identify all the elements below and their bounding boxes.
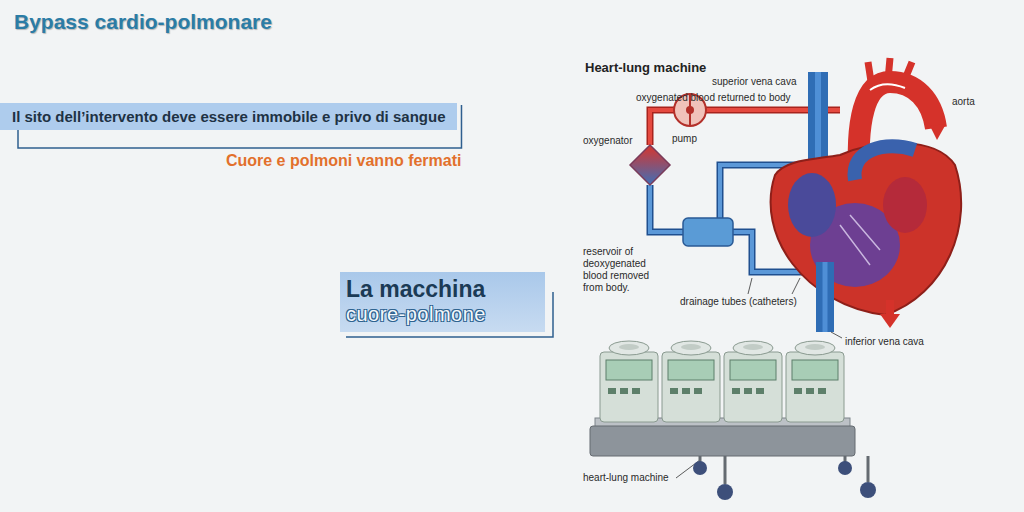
unit-button: [806, 388, 814, 394]
machine-base: [590, 426, 855, 456]
part-label: heart-lung machine: [583, 472, 669, 483]
heart-body: [771, 143, 962, 315]
heart-chamber: [883, 177, 927, 233]
leader-line: [831, 332, 842, 338]
unit-button: [818, 388, 826, 394]
unit-button: [794, 388, 802, 394]
venous-tube: [650, 185, 683, 232]
part-label: reservoir of deoxygenated blood removed …: [583, 246, 657, 294]
wheel: [717, 484, 733, 500]
part-label: superior vena cava: [712, 76, 797, 87]
valve-detail: [840, 215, 880, 265]
wheel: [838, 461, 852, 475]
unit-button: [670, 388, 678, 394]
leader-line: [748, 278, 800, 294]
unit-screen: [606, 360, 652, 380]
oxygenator-symbol: [630, 145, 670, 185]
flow-arrow: [880, 314, 900, 328]
note-text: Cuore e polmoni vanno fermati: [226, 152, 462, 170]
figure-title: Heart-lung machine: [585, 60, 706, 75]
slide-title: Bypass cardio-polmonare: [14, 10, 272, 34]
statement-band: Il sito dell’intervento deve essere immo…: [0, 103, 457, 130]
pump-unit: [662, 352, 720, 422]
unit-button: [732, 388, 740, 394]
reservoir-symbol: [683, 218, 733, 246]
flow-arrow: [930, 124, 946, 140]
unit-dial: [619, 344, 639, 350]
pump-unit: [600, 352, 658, 422]
unit-button: [682, 388, 690, 394]
node-subheading: cuore-polmone: [346, 303, 529, 326]
pulmonary-trunk: [855, 146, 915, 180]
wheel-leg: [700, 456, 868, 484]
unit-button: [620, 388, 628, 394]
node-heading: La macchina: [346, 276, 529, 303]
part-label: drainage tubes (catheters): [680, 296, 797, 307]
wheel: [860, 482, 876, 498]
unit-dial: [743, 344, 763, 350]
unit-screen: [730, 360, 776, 380]
pump-unit: [786, 352, 844, 422]
part-label: pump: [672, 133, 697, 144]
venous-tube: [650, 185, 683, 232]
unit-dial: [733, 341, 773, 355]
unit-button: [756, 388, 764, 394]
inferior-vena-cava: [816, 262, 834, 332]
unit-screen: [792, 360, 838, 380]
part-label: aorta: [952, 96, 975, 107]
unit-button: [608, 388, 616, 394]
part-label: oxygenator: [583, 135, 632, 146]
unit-screen: [668, 360, 714, 380]
wheel: [693, 461, 707, 475]
unit-button: [744, 388, 752, 394]
node-heading: Il sito dell’intervento deve essere immo…: [12, 108, 445, 125]
unit-dial: [805, 344, 825, 350]
machine-band: La macchinacuore-polmone: [340, 272, 545, 332]
heart-drawing: [771, 58, 962, 332]
part-label: inferior vena cava: [845, 336, 924, 347]
flow-arrow: [870, 84, 905, 90]
part-label: oxygenated blood returned to body: [636, 92, 791, 103]
pump-unit: [724, 352, 782, 422]
heart-chamber: [788, 173, 836, 237]
unit-dial: [795, 341, 835, 355]
pump-symbol: [686, 106, 694, 114]
unit-dial: [671, 341, 711, 355]
unit-button: [694, 388, 702, 394]
unit-button: [632, 388, 640, 394]
unit-dial: [609, 341, 649, 355]
unit-dial: [681, 344, 701, 350]
flow-arrow: [886, 300, 894, 316]
inferior-vena-cava: [823, 262, 828, 332]
